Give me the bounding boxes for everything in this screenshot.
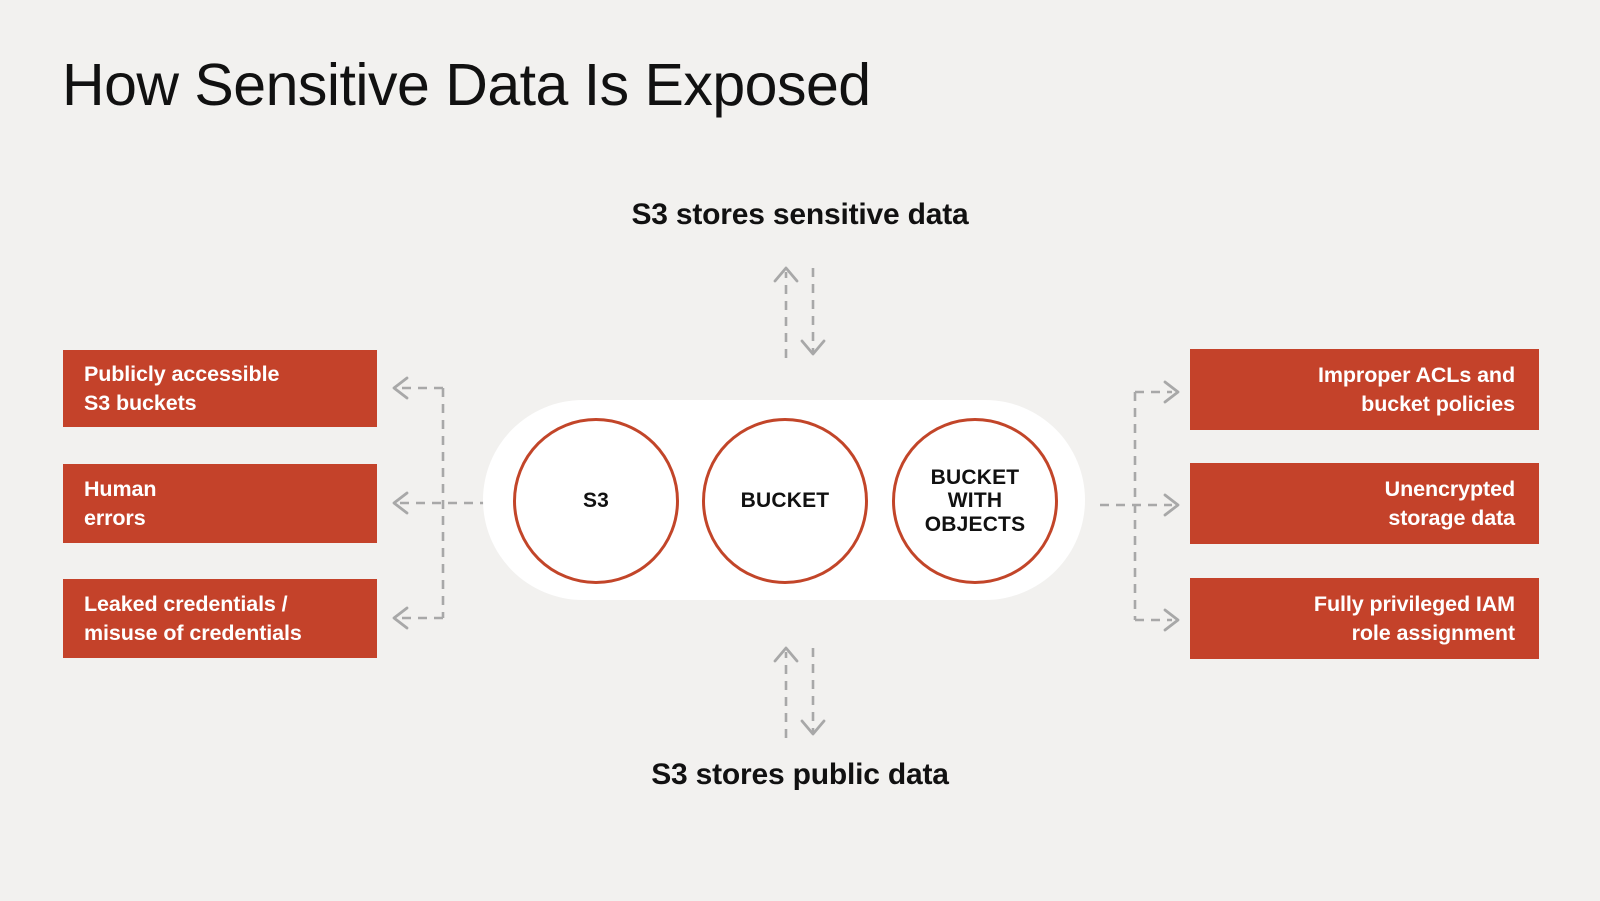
circle-s3-label: S3 [582,489,610,513]
page-title: How Sensitive Data Is Exposed [62,52,871,118]
circle-bucket-label: BUCKET [740,489,830,513]
circle-s3[interactable]: S3 [513,418,679,584]
arrow-down-icon-top [800,339,826,356]
left-item-label: Publicly accessible S3 buckets [84,362,280,415]
right-item-label: Improper ACLs and bucket policies [1318,363,1515,416]
left-item-label: Leaked credentials / misuse of credentia… [84,592,302,645]
arrow-right-icon-2 [1163,608,1180,632]
left-item-human-errors[interactable]: Human errors [63,464,377,543]
arrow-left-icon-2 [392,606,409,630]
arrow-up-icon-bottom [773,646,799,663]
arrow-down-icon-bottom [800,719,826,736]
circle-bucket-with-objects[interactable]: BUCKET WITH OBJECTS [892,418,1058,584]
arrow-right-icon-0 [1163,380,1180,404]
left-item-leaked-credentials[interactable]: Leaked credentials / misuse of credentia… [63,579,377,658]
arrow-left-icon-0 [392,376,409,400]
right-item-fully-privileged-iam-role-assignment[interactable]: Fully privileged IAM role assignment [1190,578,1539,659]
arrow-right-icon-1 [1163,493,1180,517]
left-item-publicly-accessible-s3-buckets[interactable]: Publicly accessible S3 buckets [63,350,377,427]
arrow-left-icon-1 [392,491,409,515]
circle-bucket[interactable]: BUCKET [702,418,868,584]
left-item-label: Human errors [84,477,157,530]
right-item-improper-acls-and-bucket-policies[interactable]: Improper ACLs and bucket policies [1190,349,1539,430]
arrow-up-icon-top [773,266,799,283]
caption-top: S3 stores sensitive data [631,198,969,231]
circle-bucket-with-objects-label: BUCKET WITH OBJECTS [924,465,1026,536]
right-item-label: Fully privileged IAM role assignment [1313,592,1515,645]
right-item-label: Unencrypted storage data [1384,477,1515,530]
right-item-unencrypted-storage-data[interactable]: Unencrypted storage data [1190,463,1539,544]
caption-bottom: S3 stores public data [651,758,949,791]
